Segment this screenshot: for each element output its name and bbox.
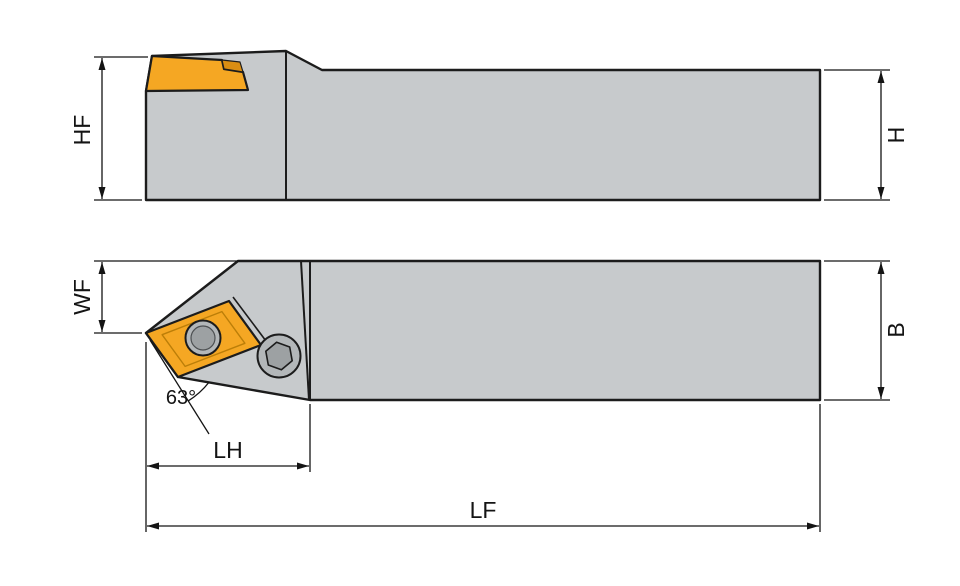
b-arrow-up-icon (877, 262, 885, 274)
dimension-angle: 63° (149, 339, 210, 435)
h-arrow-up-icon (877, 71, 885, 83)
hf-arrow-up-icon (98, 58, 106, 70)
wf-label: WF (69, 279, 95, 315)
wf-arrow-up-icon (98, 262, 106, 274)
side-view-insert-chipbreaker (221, 59, 244, 73)
plan-view-chamfer-line (300, 260, 310, 401)
plan-view (144, 259, 822, 402)
h-label: H (883, 127, 909, 144)
head-hex-socket-icon (264, 341, 294, 371)
dimension-wf: WF (69, 260, 240, 334)
lf-arrow-left-icon (147, 522, 159, 530)
lh-arrow-right-icon (297, 462, 309, 470)
side-view-body (144, 49, 822, 202)
b-arrow-down-icon (877, 387, 885, 399)
wf-arrow-down-icon (98, 320, 106, 332)
lf-arrow-right-icon (807, 522, 819, 530)
angle-reference-line (149, 339, 210, 435)
plan-view-insert-inner-edge (161, 310, 246, 368)
lf-label: LF (470, 497, 497, 523)
lh-arrow-left-icon (147, 462, 159, 470)
hf-label: HF (69, 115, 95, 146)
angle-arc (188, 381, 210, 402)
dimension-b: B (824, 260, 909, 401)
lh-label: LH (213, 437, 242, 463)
hf-arrow-down-icon (98, 187, 106, 199)
dimension-h: H (824, 69, 909, 201)
insert-clamp-screw-core-icon (190, 325, 216, 351)
h-arrow-down-icon (877, 187, 885, 199)
side-view (144, 49, 822, 202)
dimension-lh: LH (145, 342, 311, 532)
angle-label: 63° (166, 387, 196, 409)
b-label: B (883, 322, 909, 337)
dimension-lf: LF (147, 404, 821, 532)
dimension-hf: HF (69, 56, 148, 201)
plan-view-pocket-edge-line (232, 296, 267, 342)
